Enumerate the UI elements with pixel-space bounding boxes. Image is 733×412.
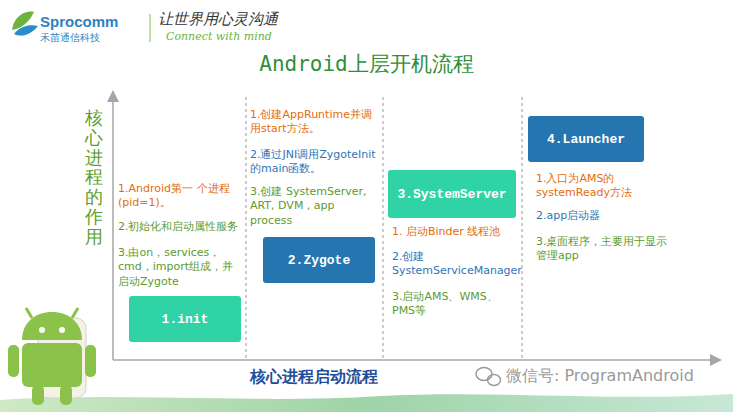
- role-note: 2.初始化和启动属性服务: [118, 220, 242, 234]
- box-label: 4.Launcher: [547, 132, 625, 147]
- logo-name: Sprocomm: [40, 12, 145, 32]
- role-note: 1. 启动Binder 线程池: [392, 225, 520, 239]
- role-note: 1.创建AppRuntime并调用start方法。: [250, 108, 380, 137]
- process-box: 3.SystemServer: [388, 170, 516, 218]
- logo-subtitle: 禾苗通信科技: [40, 31, 145, 44]
- box-label: 2.Zygote: [288, 253, 350, 268]
- process-box: 2.Zygote: [263, 237, 375, 283]
- axis-label: 核心进程的作用: [85, 108, 103, 247]
- role-note: 3.创建 SystemServer, ART, DVM , app proces…: [250, 185, 374, 228]
- logo-slogan: 让世界用心灵沟通: [158, 10, 298, 30]
- axis-label: 核心进程启动流程: [250, 367, 450, 388]
- watermark: 微信号: ProgramAndroid: [506, 366, 726, 387]
- role-note: 3.桌面程序，主要用于显示管理app: [536, 235, 668, 264]
- box-label: 1.init: [162, 312, 209, 327]
- role-note: 1.Android第一 个进程(pid=1)。: [118, 182, 242, 211]
- role-note: 2.app启动器: [536, 209, 668, 223]
- role-note: 3.启动AMS、WMS、PMS等: [392, 290, 520, 319]
- role-note: 2.通过JNI调用ZygoteInit的main函数。: [250, 148, 380, 177]
- box-label: 3.SystemServer: [397, 187, 506, 202]
- role-note: 1.入口为AMS的systemReady方法: [536, 172, 668, 201]
- role-note: 3.由on，services，cmd，import组成，并启动Zygote: [118, 246, 242, 289]
- logo-slogan-en: Connect with mind: [166, 30, 306, 44]
- diagram-title: Android上层开机流程: [0, 50, 733, 78]
- process-box: 1.init: [129, 296, 241, 342]
- process-box: 4.Launcher: [528, 116, 644, 162]
- role-note: 2.创建SystemServiceManager: [392, 250, 520, 279]
